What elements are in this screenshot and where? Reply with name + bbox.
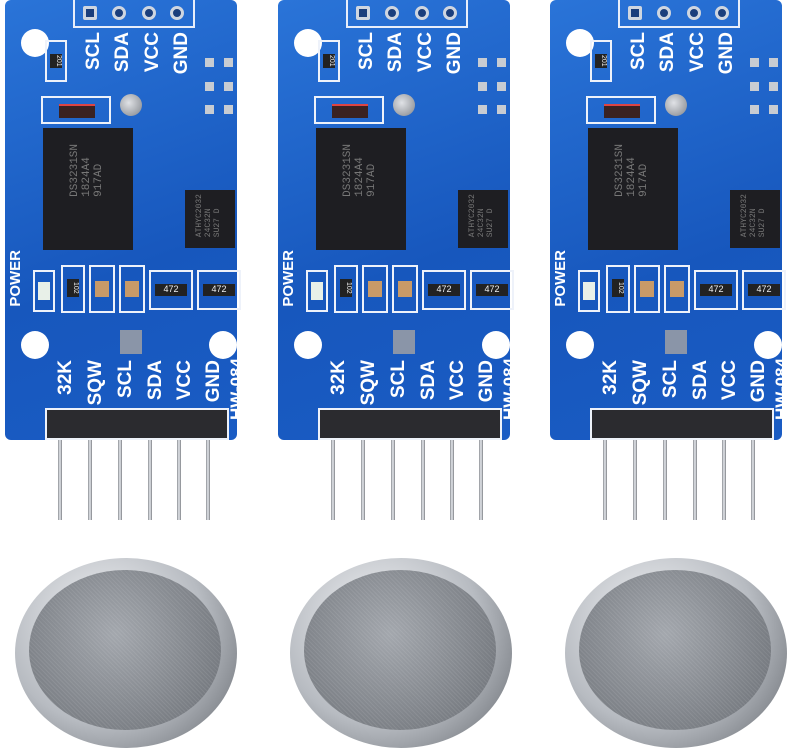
label-scl-bottom: SCL [660, 360, 681, 398]
mounting-hole [294, 29, 322, 57]
coin-battery [290, 558, 512, 748]
capacitor [634, 265, 660, 313]
bottom-header [45, 408, 229, 440]
diode [314, 96, 384, 124]
via [120, 94, 142, 116]
label-vcc: VCC [415, 32, 436, 73]
capacitor [89, 265, 115, 313]
mounting-hole [21, 331, 49, 359]
diode [586, 96, 656, 124]
bottom-header [590, 408, 774, 440]
power-led [306, 270, 328, 312]
via [665, 94, 687, 116]
via [393, 94, 415, 116]
capacitor [362, 265, 388, 313]
label-sda: SDA [112, 32, 133, 73]
top-header [73, 0, 195, 28]
address-labels: A0 A1 A2 [784, 55, 800, 116]
resistor: 102 [606, 265, 630, 313]
label-gnd-bottom: GND [203, 360, 224, 403]
label-sda-bottom: SDA [145, 360, 166, 401]
resistor-network: 472 [694, 270, 738, 310]
pad [120, 330, 142, 354]
top-header [346, 0, 468, 28]
label-sda: SDA [657, 32, 678, 73]
label-gnd-bottom: GND [748, 360, 769, 403]
label-sqw: SQW [358, 360, 379, 406]
mounting-hole [482, 331, 510, 359]
mounting-hole [566, 29, 594, 57]
label-scl: SCL [628, 32, 649, 70]
label-sqw: SQW [630, 360, 651, 406]
resistor: 201 [45, 40, 67, 82]
power-label: POWER [7, 250, 24, 307]
resistor: 201 [590, 40, 612, 82]
label-sda: SDA [385, 32, 406, 73]
diode [41, 96, 111, 124]
address-labels: A0 A1 A2 [512, 55, 528, 116]
label-vcc-bottom: VCC [719, 360, 740, 401]
top-header [618, 0, 740, 28]
mounting-hole [566, 331, 594, 359]
coin-battery [15, 558, 237, 748]
model-label: HW-084 [500, 358, 519, 421]
bottom-header [318, 408, 502, 440]
label-gnd: GND [444, 32, 465, 75]
resistor-network: 472 [197, 270, 241, 310]
power-label: POWER [280, 250, 297, 307]
label-gnd-bottom: GND [476, 360, 497, 403]
power-led [578, 270, 600, 312]
capacitor [392, 265, 418, 313]
label-32k: 32K [55, 360, 76, 395]
label-gnd: GND [716, 32, 737, 75]
model-label: HW-084 [772, 358, 791, 421]
power-label: POWER [552, 250, 569, 307]
model-label: HW-084 [227, 358, 246, 421]
resistor-network: 472 [422, 270, 466, 310]
label-vcc-bottom: VCC [447, 360, 468, 401]
label-vcc: VCC [142, 32, 163, 73]
resistor-network: 472 [149, 270, 193, 310]
coin-battery [565, 558, 787, 748]
resistor: 102 [334, 265, 358, 313]
label-scl: SCL [356, 32, 377, 70]
capacitor [664, 265, 690, 313]
label-sqw: SQW [85, 360, 106, 406]
mounting-hole [294, 331, 322, 359]
mounting-hole [209, 331, 237, 359]
label-gnd: GND [171, 32, 192, 75]
resistor-network: 472 [742, 270, 786, 310]
label-sda-bottom: SDA [418, 360, 439, 401]
resistor: 102 [61, 265, 85, 313]
resistor-network: 472 [470, 270, 514, 310]
pad [393, 330, 415, 354]
label-32k: 32K [600, 360, 621, 395]
address-labels: A0 A1 A2 [239, 55, 255, 116]
power-led [33, 270, 55, 312]
label-scl: SCL [83, 32, 104, 70]
mounting-hole [21, 29, 49, 57]
resistor: 201 [318, 40, 340, 82]
label-sda-bottom: SDA [690, 360, 711, 401]
label-vcc-bottom: VCC [174, 360, 195, 401]
capacitor [119, 265, 145, 313]
label-32k: 32K [328, 360, 349, 395]
label-vcc: VCC [687, 32, 708, 73]
mounting-hole [754, 331, 782, 359]
pad [665, 330, 687, 354]
label-scl-bottom: SCL [388, 360, 409, 398]
label-scl-bottom: SCL [115, 360, 136, 398]
